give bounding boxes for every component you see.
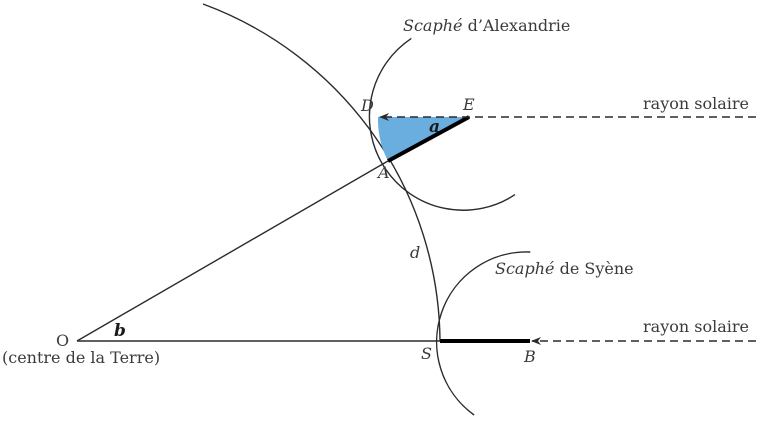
label-point-A: A [376, 163, 390, 182]
gnomon-alexandrie [387, 115, 470, 163]
label-point-S: S [421, 344, 432, 363]
scaphe-syene-arc [435, 251, 531, 416]
label-point-D: D [360, 96, 374, 115]
label-scaphe-alexandrie-rest: d’Alexandrie [462, 16, 570, 35]
label-angle-b: b [114, 321, 126, 341]
label-point-B: B [523, 347, 536, 366]
earth-circumference-arc [202, 3, 441, 342]
scaphe-alexandrie-arc [368, 37, 516, 211]
label-point-O: O [56, 331, 69, 350]
label-point-E: E [462, 95, 475, 114]
label-scaphe-syene-rest: de Syène [554, 259, 633, 278]
label-scaphe-syene-italic: Scaphé [495, 259, 554, 278]
label-angle-a: a [429, 117, 440, 137]
label-centre-terre: (centre de la Terre) [2, 348, 160, 367]
label-scaphe-syene: Scaphé de Syène [495, 259, 634, 278]
label-rayon-bottom: rayon solaire [643, 317, 749, 336]
radius-O-A [76, 160, 389, 342]
label-arc-d: d [410, 243, 420, 262]
label-rayon-top: rayon solaire [643, 94, 749, 113]
label-scaphe-alexandrie-italic: Scaphé [403, 16, 462, 35]
label-scaphe-alexandrie: Scaphé d’Alexandrie [403, 16, 570, 35]
